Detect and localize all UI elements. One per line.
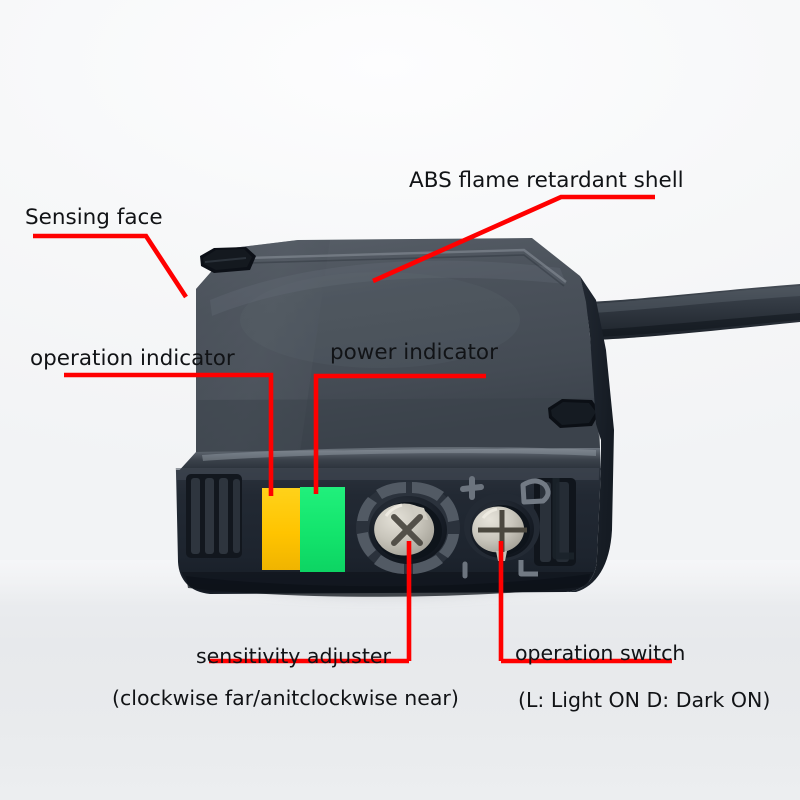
leader-operation-indicator [64,372,274,496]
panel-marking-dark-on [520,478,551,505]
label-operation-switch: operation switch [515,641,686,665]
panel-marking-plus [460,476,484,500]
leader-abs-shell [372,194,655,284]
ventilation-slots [186,474,242,558]
label-operation-note: (L: Light ON D: Dark ON) [518,688,771,712]
mounting-hole-right [548,399,600,428]
label-sensitivity-adjuster: sensitivity adjuster [196,644,391,668]
leader-power-indicator [313,373,486,494]
sensor-top-face [196,238,600,452]
label-sensing-face: Sensing face [25,205,163,230]
label-abs-flame-retardant-shell: ABS flame retardant shell [409,168,684,193]
label-operation-indicator: operation indicator [30,346,235,371]
panel-marking-light-on [518,560,538,577]
sensor-cable [585,284,800,340]
label-power-indicator: power indicator [330,340,498,365]
leader-sensing-face [33,233,188,299]
sensor-right-side [566,276,614,592]
label-sensitivity-note: (clockwise far/anitclockwise near) [112,686,459,710]
mounting-hole-left [200,247,256,273]
indicator-leds [262,487,345,572]
sensor-bevel [176,447,601,474]
sensitivity-adjuster-control [356,481,460,574]
sensor-front-panel [175,468,601,597]
panel-marking-L-large [552,478,574,560]
